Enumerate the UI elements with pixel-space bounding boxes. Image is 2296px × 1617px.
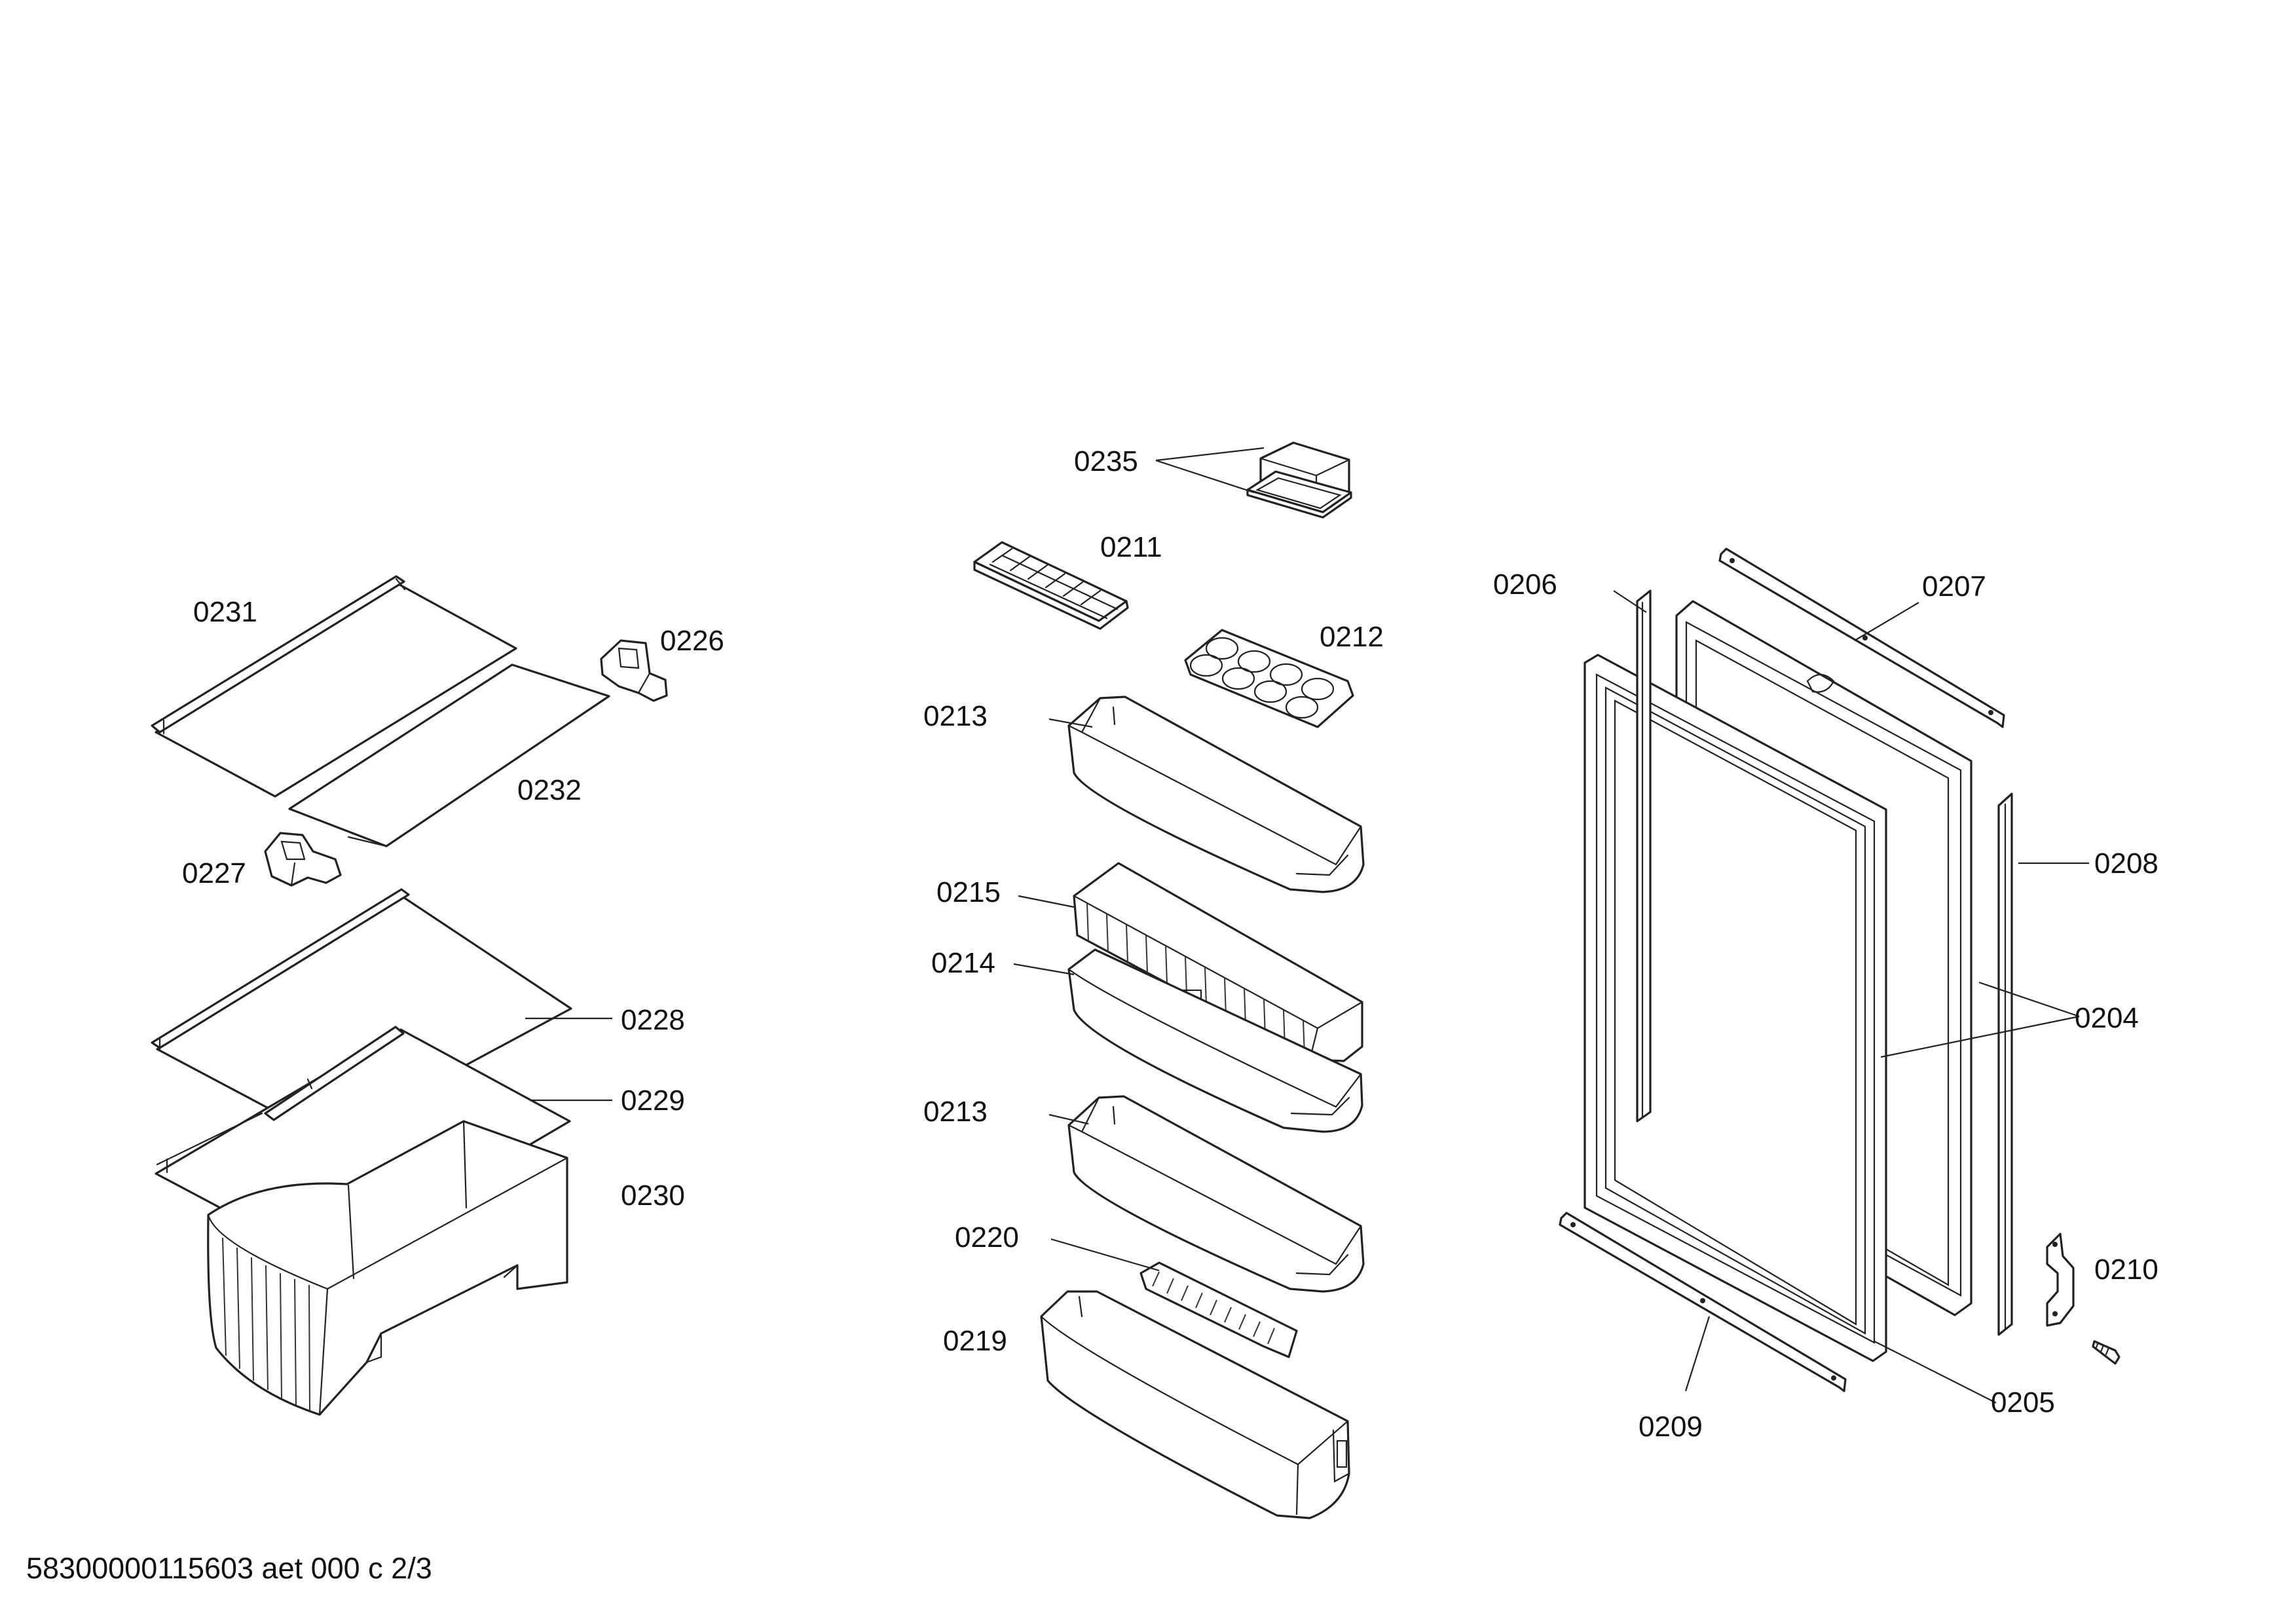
label-0229: 0229 — [621, 1085, 685, 1117]
part-0214-door-shelf — [1067, 948, 1363, 1133]
part-0210-screw — [2092, 1340, 2120, 1365]
label-0207: 0207 — [1922, 570, 1986, 603]
part-0235-butter-dish — [1246, 441, 1352, 519]
label-0213-upper: 0213 — [923, 700, 988, 732]
label-0212: 0212 — [1320, 621, 1384, 653]
part-0227-shelf-holder — [264, 832, 342, 887]
part-0232-glass-shelf — [288, 663, 610, 847]
label-0211: 0211 — [1100, 531, 1162, 563]
label-0210: 0210 — [2094, 1254, 2158, 1286]
retainer-ribs — [1152, 1271, 1275, 1345]
part-0207-top-rail — [1718, 548, 2005, 728]
label-0213-lower: 0213 — [923, 1096, 988, 1128]
label-0219: 0219 — [943, 1325, 1007, 1357]
leader-lines — [525, 447, 2089, 1403]
part-0231-glass-shelf — [151, 575, 517, 798]
label-0226: 0226 — [660, 625, 724, 657]
label-0228: 0228 — [621, 1004, 685, 1036]
part-0220-bottle-retainer — [1139, 1261, 1298, 1358]
part-0205-door-gasket — [1583, 654, 1887, 1362]
ice-tray-cells — [989, 548, 1119, 620]
part-0226-shelf-holder — [600, 639, 668, 702]
part-0219-door-bottle-shelf — [1040, 1290, 1350, 1519]
label-0231: 0231 — [193, 596, 257, 628]
part-0211-ice-cube-tray — [973, 541, 1129, 630]
part-0209-bottom-rail — [1559, 1212, 1847, 1392]
document-code: 58300000115603 aet 000 c 2/3 — [26, 1552, 432, 1585]
label-0206: 0206 — [1493, 568, 1557, 601]
part-0212-egg-tray — [1184, 629, 1354, 728]
part-0213-door-shelf-upper — [1067, 696, 1365, 893]
label-0232: 0232 — [517, 774, 582, 806]
label-0227: 0227 — [182, 857, 246, 889]
label-0235: 0235 — [1074, 445, 1138, 477]
label-0208: 0208 — [2094, 847, 2158, 880]
label-0220: 0220 — [955, 1221, 1019, 1254]
label-0230: 0230 — [621, 1180, 685, 1212]
part-labels: 0235 0211 0212 0213 0215 0214 0213 0220 … — [182, 445, 2158, 1443]
crisper-front-ribs — [222, 1237, 310, 1411]
part-0208-trim-strip — [1997, 792, 2013, 1336]
part-0210-hinge-bracket — [2046, 1233, 2075, 1327]
part-0213-door-shelf-lower — [1067, 1095, 1365, 1293]
label-0214: 0214 — [931, 947, 995, 979]
label-0209: 0209 — [1639, 1411, 1703, 1443]
label-0215: 0215 — [936, 876, 1001, 908]
part-0206-trim-strip — [1636, 589, 1652, 1123]
label-0204: 0204 — [2075, 1002, 2139, 1034]
egg-tray-cups — [1189, 637, 1335, 719]
label-0205: 0205 — [1991, 1386, 2055, 1419]
part-0230-crisper-drawer — [207, 1120, 568, 1416]
